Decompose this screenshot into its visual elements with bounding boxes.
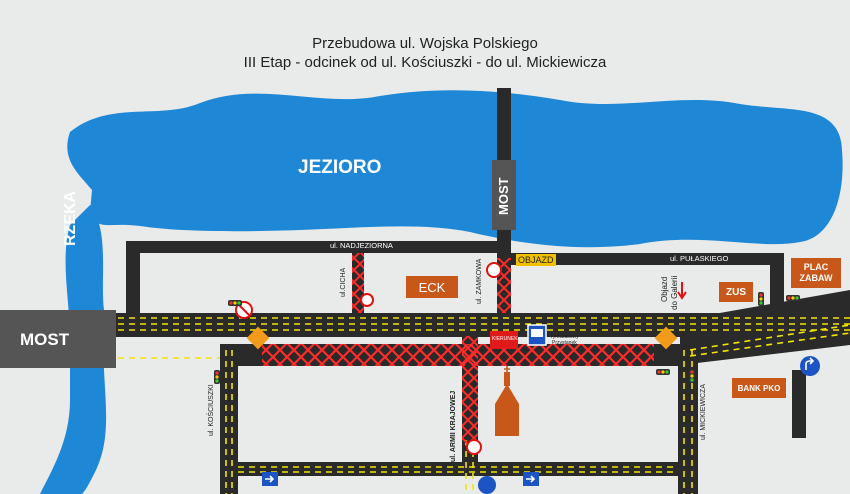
bus-stop-sub2: Przystanek [552,340,577,346]
temporary-sign [490,331,518,349]
detour-sign-right [654,326,678,350]
objazd-label: OBJAZD [518,255,554,265]
closed-main-lower [262,344,654,366]
bridge-left [0,310,116,368]
road-kosciuszki [220,344,238,494]
street-mickiewicza: ul. MICKIEWICZA [700,383,707,440]
road-bottom [220,462,698,476]
place-bank-pko: BANK PKO [732,378,786,398]
traffic-light-icon [214,292,800,384]
street-cicha: ul.CICHA [340,267,347,297]
closed-circle-armii [466,439,482,455]
place-zus: ZUS [719,282,753,302]
lake-label: JEZIORO [298,157,382,178]
bridge-top-label: MOST [496,177,511,215]
bridge-top [492,160,516,230]
blue-turn-sign-right [800,356,820,376]
river-label: RZEKA [62,190,79,246]
title-line-1: Przebudowa ul. Wojska Polskiego [312,35,538,52]
closed-circle-cicha [360,293,374,307]
plac-zabaw-line1: PLAC [803,262,829,272]
street-armii-krajowej: ul. ARMII KRAJOWEJ [450,390,457,462]
road-right-connector [770,253,784,313]
main-road-east [680,290,850,365]
street-zamkowa: ul. ZAMKOWA [476,258,483,304]
lake [67,90,843,248]
detour-galeria-line1: Objazd [660,276,669,302]
road-left-connector [126,241,140,321]
road-nadjeziorna [126,241,506,253]
street-kosciuszki: ul. KOŚCIUSZKI [208,384,215,436]
detour-galeria-line2: do Galerii [670,275,679,310]
street-pulaskiego: ul. PUŁASKIEGO [670,254,729,263]
blue-turn-sign-armii [478,476,496,494]
street-nadjeziorna: ul. NADJEZIORNA [330,241,393,250]
bus-stop-sub1: Tymczasowy [550,334,579,340]
detour-down-arrow [677,282,687,300]
place-eck: ECK [406,276,458,298]
objazd-box [516,254,556,266]
title-line-2: III Etap - odcinek od ul. Kościuszki - d… [243,54,607,71]
church-icon [495,366,519,436]
red-sign-text: KIERUNEK [492,336,518,342]
place-plac-zabaw: PLAC ZABAW [791,258,841,288]
closed-armii [462,336,478,446]
road-right-down [792,370,806,438]
bridge-left-label: MOST [20,330,70,349]
closed-circle-zamkowa [486,262,502,278]
plac-zabaw-line2: ZABAW [799,273,833,283]
road-pulaskiego [506,253,784,265]
